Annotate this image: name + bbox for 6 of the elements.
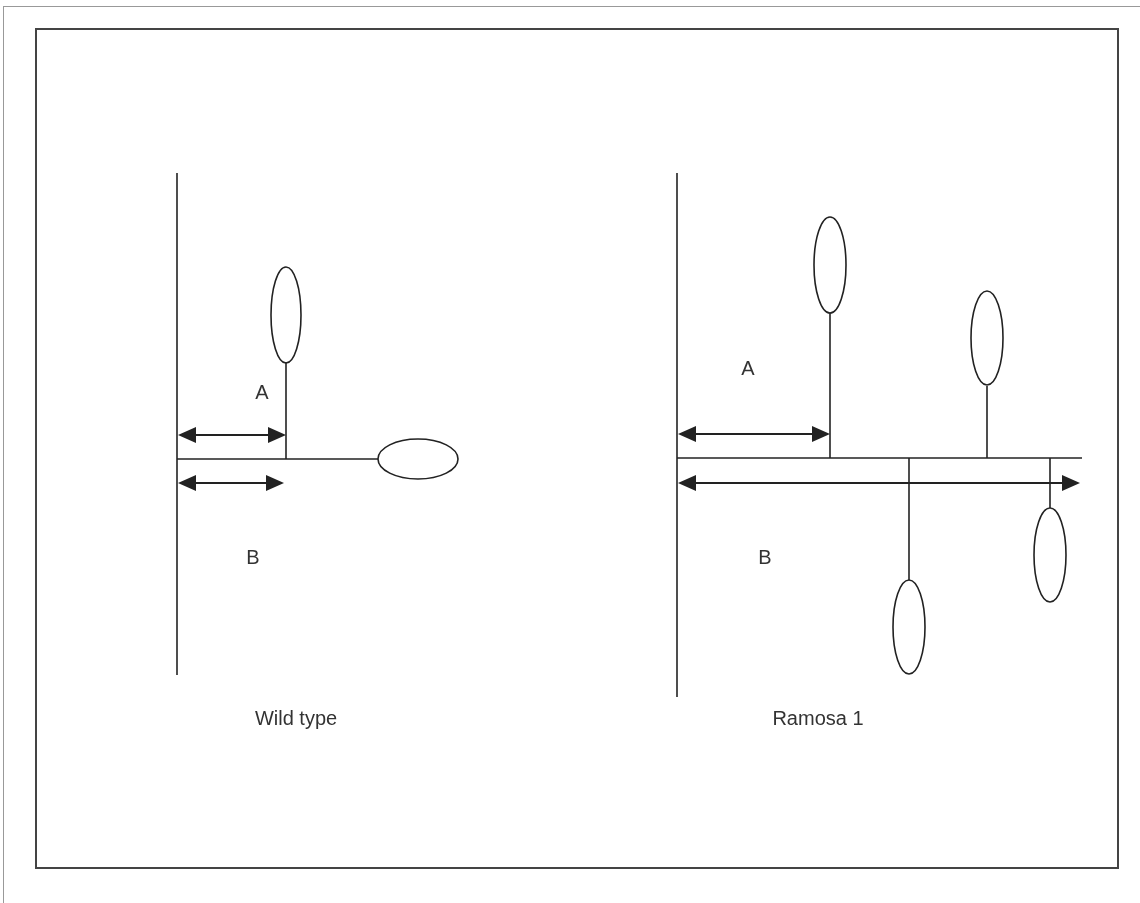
dimension-label: A bbox=[255, 382, 269, 402]
caption-label: Wild type bbox=[254, 708, 338, 728]
dimension-label: B bbox=[246, 547, 260, 567]
caption-label: Ramosa 1 bbox=[772, 708, 864, 728]
dimension-label: A bbox=[741, 358, 755, 378]
dimension-label: B bbox=[758, 547, 772, 567]
